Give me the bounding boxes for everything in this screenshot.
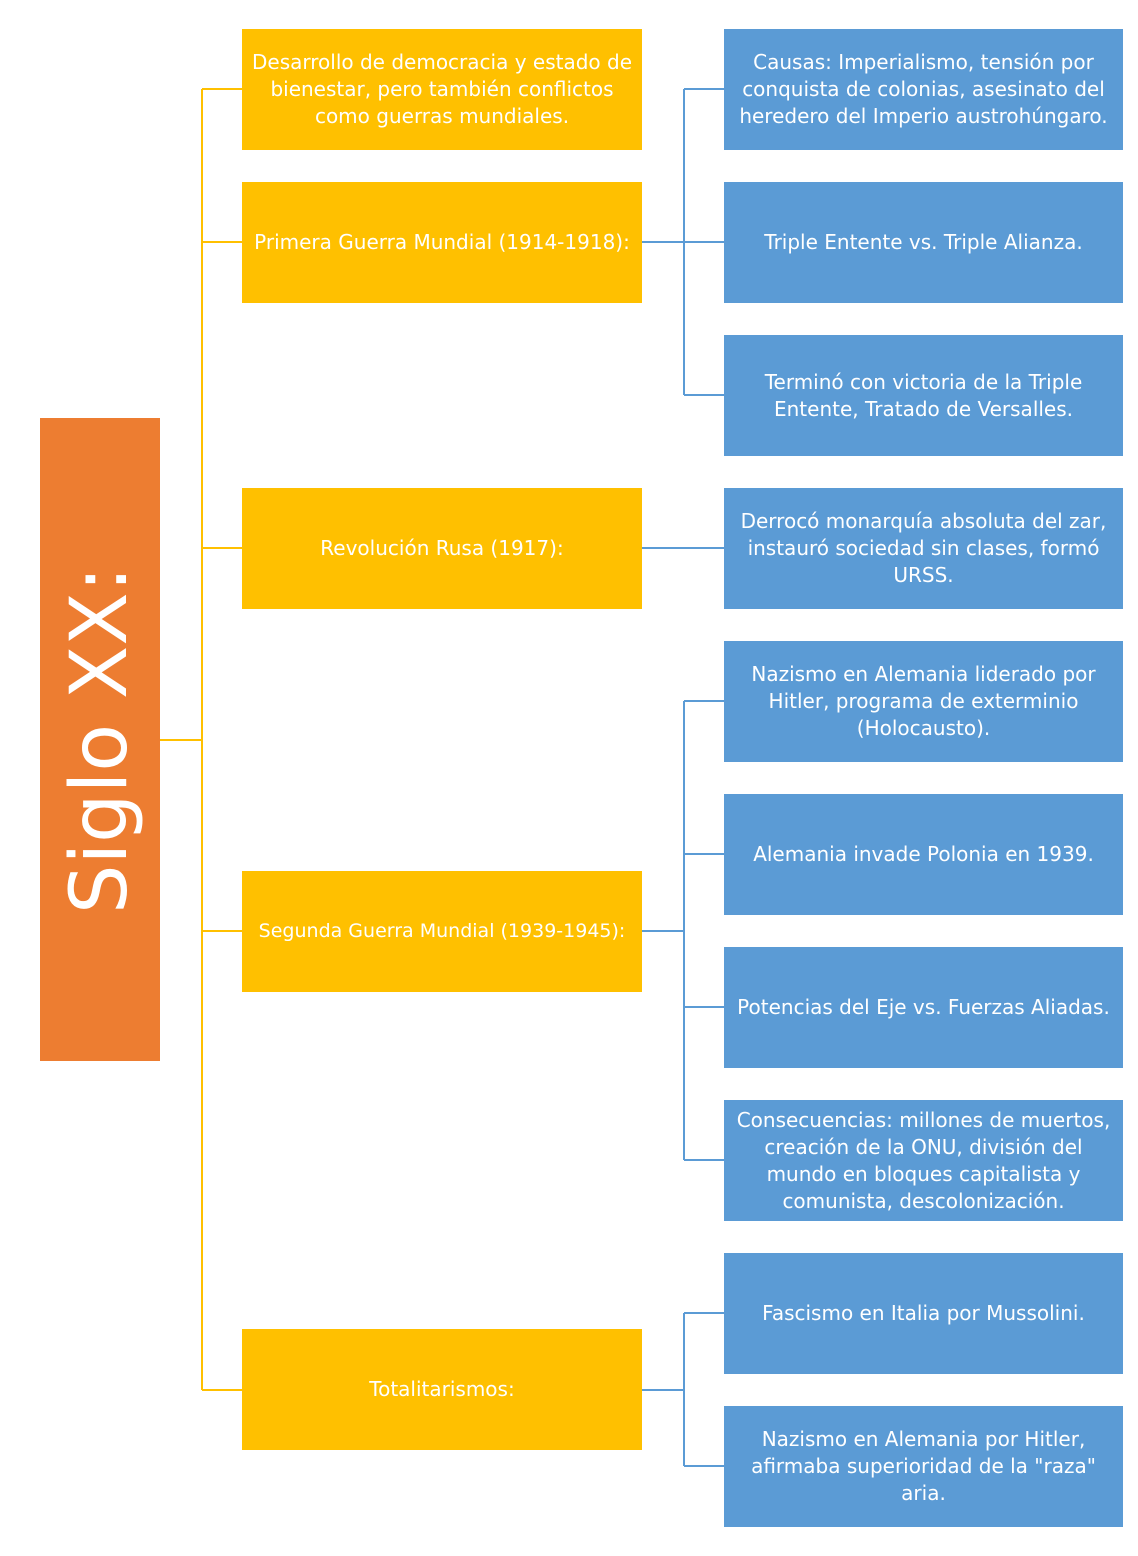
leaf-node-nazismo-raza: Nazismo en Alemania por Hitler, afirmaba… xyxy=(724,1406,1123,1527)
leaf-label: Alemania invade Polonia en 1939. xyxy=(753,842,1094,866)
root-node: Siglo XX: xyxy=(40,418,160,1061)
leaf-label: Nazismo en Alemania por Hitler, afirmaba… xyxy=(751,1427,1096,1505)
leaf-node-consecuencias: Consecuencias: millones de muertos, crea… xyxy=(724,1100,1123,1221)
branch-label: Desarrollo de democracia y estado de bie… xyxy=(252,50,632,128)
leaf-label: Potencias del Eje vs. Fuerzas Aliadas. xyxy=(737,995,1110,1019)
leaf-node-fascismo: Fascismo en Italia por Mussolini. xyxy=(724,1253,1123,1374)
leaf-label: Causas: Imperialismo, tensión por conqui… xyxy=(739,50,1108,128)
leaf-node-derroco: Derrocó monarquía absoluta del zar, inst… xyxy=(724,488,1123,609)
branch-label: Segunda Guerra Mundial (1939-1945): xyxy=(258,920,626,942)
leaf-node-eje-aliadas: Potencias del Eje vs. Fuerzas Aliadas. xyxy=(724,947,1123,1068)
leaf-label: Triple Entente vs. Triple Alianza. xyxy=(764,230,1083,254)
leaf-label: Fascismo en Italia por Mussolini. xyxy=(762,1301,1085,1325)
leaf-label: Derrocó monarquía absoluta del zar, inst… xyxy=(740,509,1107,587)
leaf-node-nazismo-holocausto: Nazismo en Alemania liderado por Hitler,… xyxy=(724,641,1123,762)
branch-node-totalitarismos: Totalitarismos: xyxy=(242,1329,642,1450)
leaf-node-termino: Terminó con victoria de la Triple Entent… xyxy=(724,335,1123,456)
branch-node-primera-guerra: Primera Guerra Mundial (1914-1918): xyxy=(242,182,642,303)
branch-label: Revolución Rusa (1917): xyxy=(320,536,564,560)
leaf-label: Consecuencias: millones de muertos, crea… xyxy=(736,1107,1111,1213)
branch-node-revolucion-rusa: Revolución Rusa (1917): xyxy=(242,488,642,609)
leaf-node-triple-entente: Triple Entente vs. Triple Alianza. xyxy=(724,182,1123,303)
branch-node-democracia: Desarrollo de democracia y estado de bie… xyxy=(242,29,642,150)
branch-label: Primera Guerra Mundial (1914-1918): xyxy=(254,230,630,254)
branch-node-segunda-guerra: Segunda Guerra Mundial (1939-1945): xyxy=(242,871,642,992)
leaf-label: Nazismo en Alemania liderado por Hitler,… xyxy=(751,662,1096,740)
leaf-label: Terminó con victoria de la Triple Entent… xyxy=(764,369,1083,421)
leaf-node-polonia: Alemania invade Polonia en 1939. xyxy=(724,794,1123,915)
root-title: Siglo XX: xyxy=(55,565,145,914)
branch-label: Totalitarismos: xyxy=(369,1377,515,1401)
leaf-node-causas: Causas: Imperialismo, tensión por conqui… xyxy=(724,29,1123,150)
